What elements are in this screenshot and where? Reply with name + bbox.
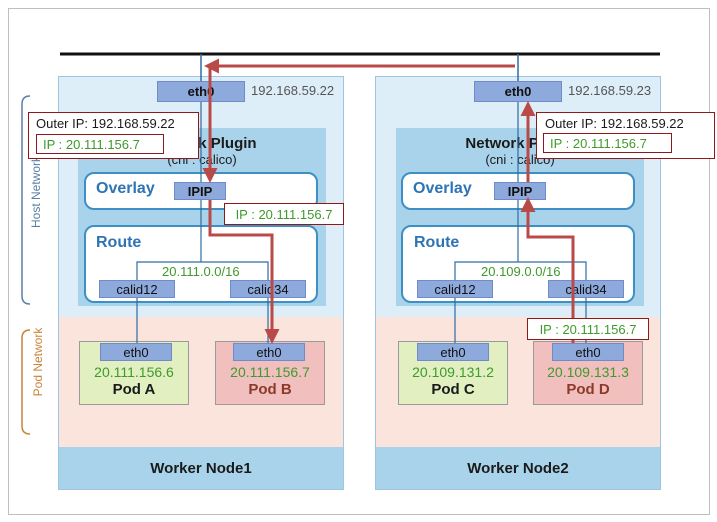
- calid34-interface-2: calid34: [548, 280, 624, 298]
- callout-left-outer-ip: Outer IP: 192.168.59.22: [36, 116, 175, 131]
- worker-node-2-label: Worker Node2: [376, 447, 660, 489]
- ipip-tunnel-2: IPIP: [494, 182, 546, 200]
- pod-c-eth0: eth0: [417, 343, 489, 361]
- calid12-interface-1: calid12: [99, 280, 175, 298]
- pod-c-ip: 20.109.131.2: [412, 364, 494, 380]
- node2-route-bracket: [454, 261, 587, 280]
- node1-route-bracket: [136, 261, 269, 280]
- route-label-2: Route: [414, 234, 460, 251]
- diagram-frame: [8, 8, 710, 515]
- packet-path-poda-side: [520, 197, 575, 343]
- pod-b-name: Pod B: [248, 381, 292, 398]
- pod-a-eth0: eth0: [100, 343, 172, 361]
- overlay-label-2: Overlay: [413, 180, 472, 197]
- callout-right-inner-ip: IP : 20.111.156.7: [543, 133, 672, 153]
- subnet-label-2: 20.109.0.0/16: [481, 264, 561, 279]
- pod-a-name: Pod A: [112, 381, 156, 398]
- pod-d-eth0: eth0: [552, 343, 624, 361]
- host-network-bracket: [21, 95, 31, 305]
- packet-path-to-podb: [208, 200, 280, 344]
- pod-a-ip: 20.111.156.6: [94, 364, 174, 380]
- host-ip-2: 192.168.59.23: [568, 83, 652, 98]
- host-eth0-2: eth0: [474, 81, 562, 102]
- pod-network-bracket: [21, 329, 31, 435]
- ipip-tunnel-1: IPIP: [174, 182, 226, 200]
- host-eth0-1: eth0: [157, 81, 245, 102]
- subnet-label-1: 20.111.0.0/16: [162, 264, 240, 279]
- pod-d-name: Pod D: [566, 381, 610, 398]
- callout-left-inner-ip: IP : 20.111.156.7: [36, 134, 164, 154]
- pod-d-ip: 20.109.131.3: [547, 364, 629, 380]
- host-ip-1: 192.168.59.22: [251, 83, 335, 98]
- packet-tag-node2: IP : 20.111.156.7: [527, 318, 649, 340]
- worker-node-1-label: Worker Node1: [59, 447, 343, 489]
- pod-b-ip: 20.111.156.7: [230, 364, 310, 380]
- calid12-interface-2: calid12: [417, 280, 493, 298]
- callout-right-outer-ip: Outer IP: 192.168.59.22: [545, 116, 684, 131]
- calid34-interface-1: calid34: [230, 280, 306, 298]
- pod-c-name: Pod C: [431, 381, 475, 398]
- route-label-1: Route: [96, 234, 142, 251]
- overlay-label-1: Overlay: [96, 180, 155, 197]
- packet-tag-node1: IP : 20.111.156.7: [224, 203, 344, 225]
